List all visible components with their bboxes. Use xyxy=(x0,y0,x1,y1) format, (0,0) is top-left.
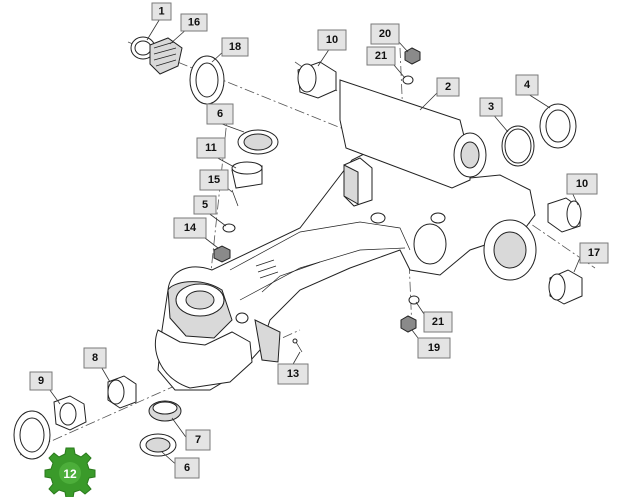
callout-15: 15 xyxy=(199,169,229,191)
axis-vertical-right xyxy=(399,47,413,331)
axle-housing xyxy=(154,149,537,391)
callout-21-lower: 21 xyxy=(423,311,453,333)
svg-text:17: 17 xyxy=(588,247,600,259)
part-10-bushing-upper xyxy=(297,61,337,99)
svg-text:12: 12 xyxy=(63,467,77,481)
svg-text:2: 2 xyxy=(445,81,451,93)
callout-10-upper: 10 xyxy=(317,29,347,51)
callout-18: 18 xyxy=(221,37,249,57)
svg-text:4: 4 xyxy=(524,79,531,91)
part-1-shim xyxy=(130,36,156,60)
part-9-nut xyxy=(53,395,87,431)
callout-2: 2 xyxy=(436,77,460,97)
callout-16: 16 xyxy=(180,13,208,32)
svg-text:10: 10 xyxy=(326,34,338,46)
callout-14: 14 xyxy=(173,217,207,239)
part-8-bushing xyxy=(107,375,137,409)
part-11-bushing xyxy=(231,161,263,189)
callout-17: 17 xyxy=(579,242,609,264)
callout-4: 4 xyxy=(515,74,539,96)
pivot-tube xyxy=(339,79,487,189)
svg-text:7: 7 xyxy=(195,434,201,446)
svg-text:21: 21 xyxy=(432,316,444,328)
part-7-cup xyxy=(148,400,182,422)
part-10-bushing-right xyxy=(547,197,582,233)
svg-text:19: 19 xyxy=(428,342,440,354)
svg-text:21: 21 xyxy=(375,50,387,62)
callout-5: 5 xyxy=(193,195,217,215)
part-14-fitting xyxy=(213,245,231,263)
callout-8: 8 xyxy=(83,347,107,369)
callout-6-upper: 6 xyxy=(206,103,234,125)
svg-text:1: 1 xyxy=(158,6,164,18)
svg-text:20: 20 xyxy=(379,28,391,40)
part-17-bushing xyxy=(548,269,583,305)
part-21-washer-upper xyxy=(402,75,414,85)
callout-6-lower: 6 xyxy=(174,457,200,479)
svg-text:6: 6 xyxy=(217,108,223,120)
svg-text:8: 8 xyxy=(92,352,98,364)
callout-20: 20 xyxy=(370,23,400,45)
part-19-fitting xyxy=(400,315,417,333)
callout-21-upper: 21 xyxy=(366,46,396,66)
callouts: 1 16 18 10 20 21 2 4 xyxy=(29,2,609,479)
svg-text:10: 10 xyxy=(576,178,588,190)
svg-text:11: 11 xyxy=(205,142,217,154)
svg-text:5: 5 xyxy=(202,199,208,211)
part-13-screw xyxy=(292,338,303,353)
svg-text:15: 15 xyxy=(208,174,220,186)
pivot-hole xyxy=(413,223,447,265)
callout-11: 11 xyxy=(196,137,226,159)
part-18-seal xyxy=(189,55,225,105)
part-16-pinion xyxy=(149,37,183,75)
callout-9: 9 xyxy=(29,371,53,391)
part-15-pin xyxy=(231,189,239,207)
svg-text:14: 14 xyxy=(184,222,197,234)
part-6-seal-upper xyxy=(237,129,279,155)
callout-10-right: 10 xyxy=(566,173,598,195)
part-12-seal-ring xyxy=(13,410,51,460)
svg-text:16: 16 xyxy=(188,17,200,29)
part-21-washer-lower xyxy=(408,295,420,305)
svg-text:3: 3 xyxy=(488,101,494,113)
svg-text:9: 9 xyxy=(38,375,44,387)
part-3-oring xyxy=(501,125,535,167)
callout-7: 7 xyxy=(185,429,211,451)
callout-19: 19 xyxy=(417,337,451,359)
gear-icon xyxy=(44,447,96,497)
part-20-fitting xyxy=(404,47,421,65)
svg-text:18: 18 xyxy=(229,41,241,53)
part-6-seal-lower xyxy=(139,433,177,457)
callout-1: 1 xyxy=(151,2,172,21)
svg-text:6: 6 xyxy=(184,462,190,474)
part-4-ring xyxy=(539,103,577,149)
highlight-gear-12[interactable]: 12 xyxy=(44,447,96,497)
svg-text:13: 13 xyxy=(287,368,299,380)
callout-13: 13 xyxy=(277,363,309,385)
callout-3: 3 xyxy=(479,97,503,117)
